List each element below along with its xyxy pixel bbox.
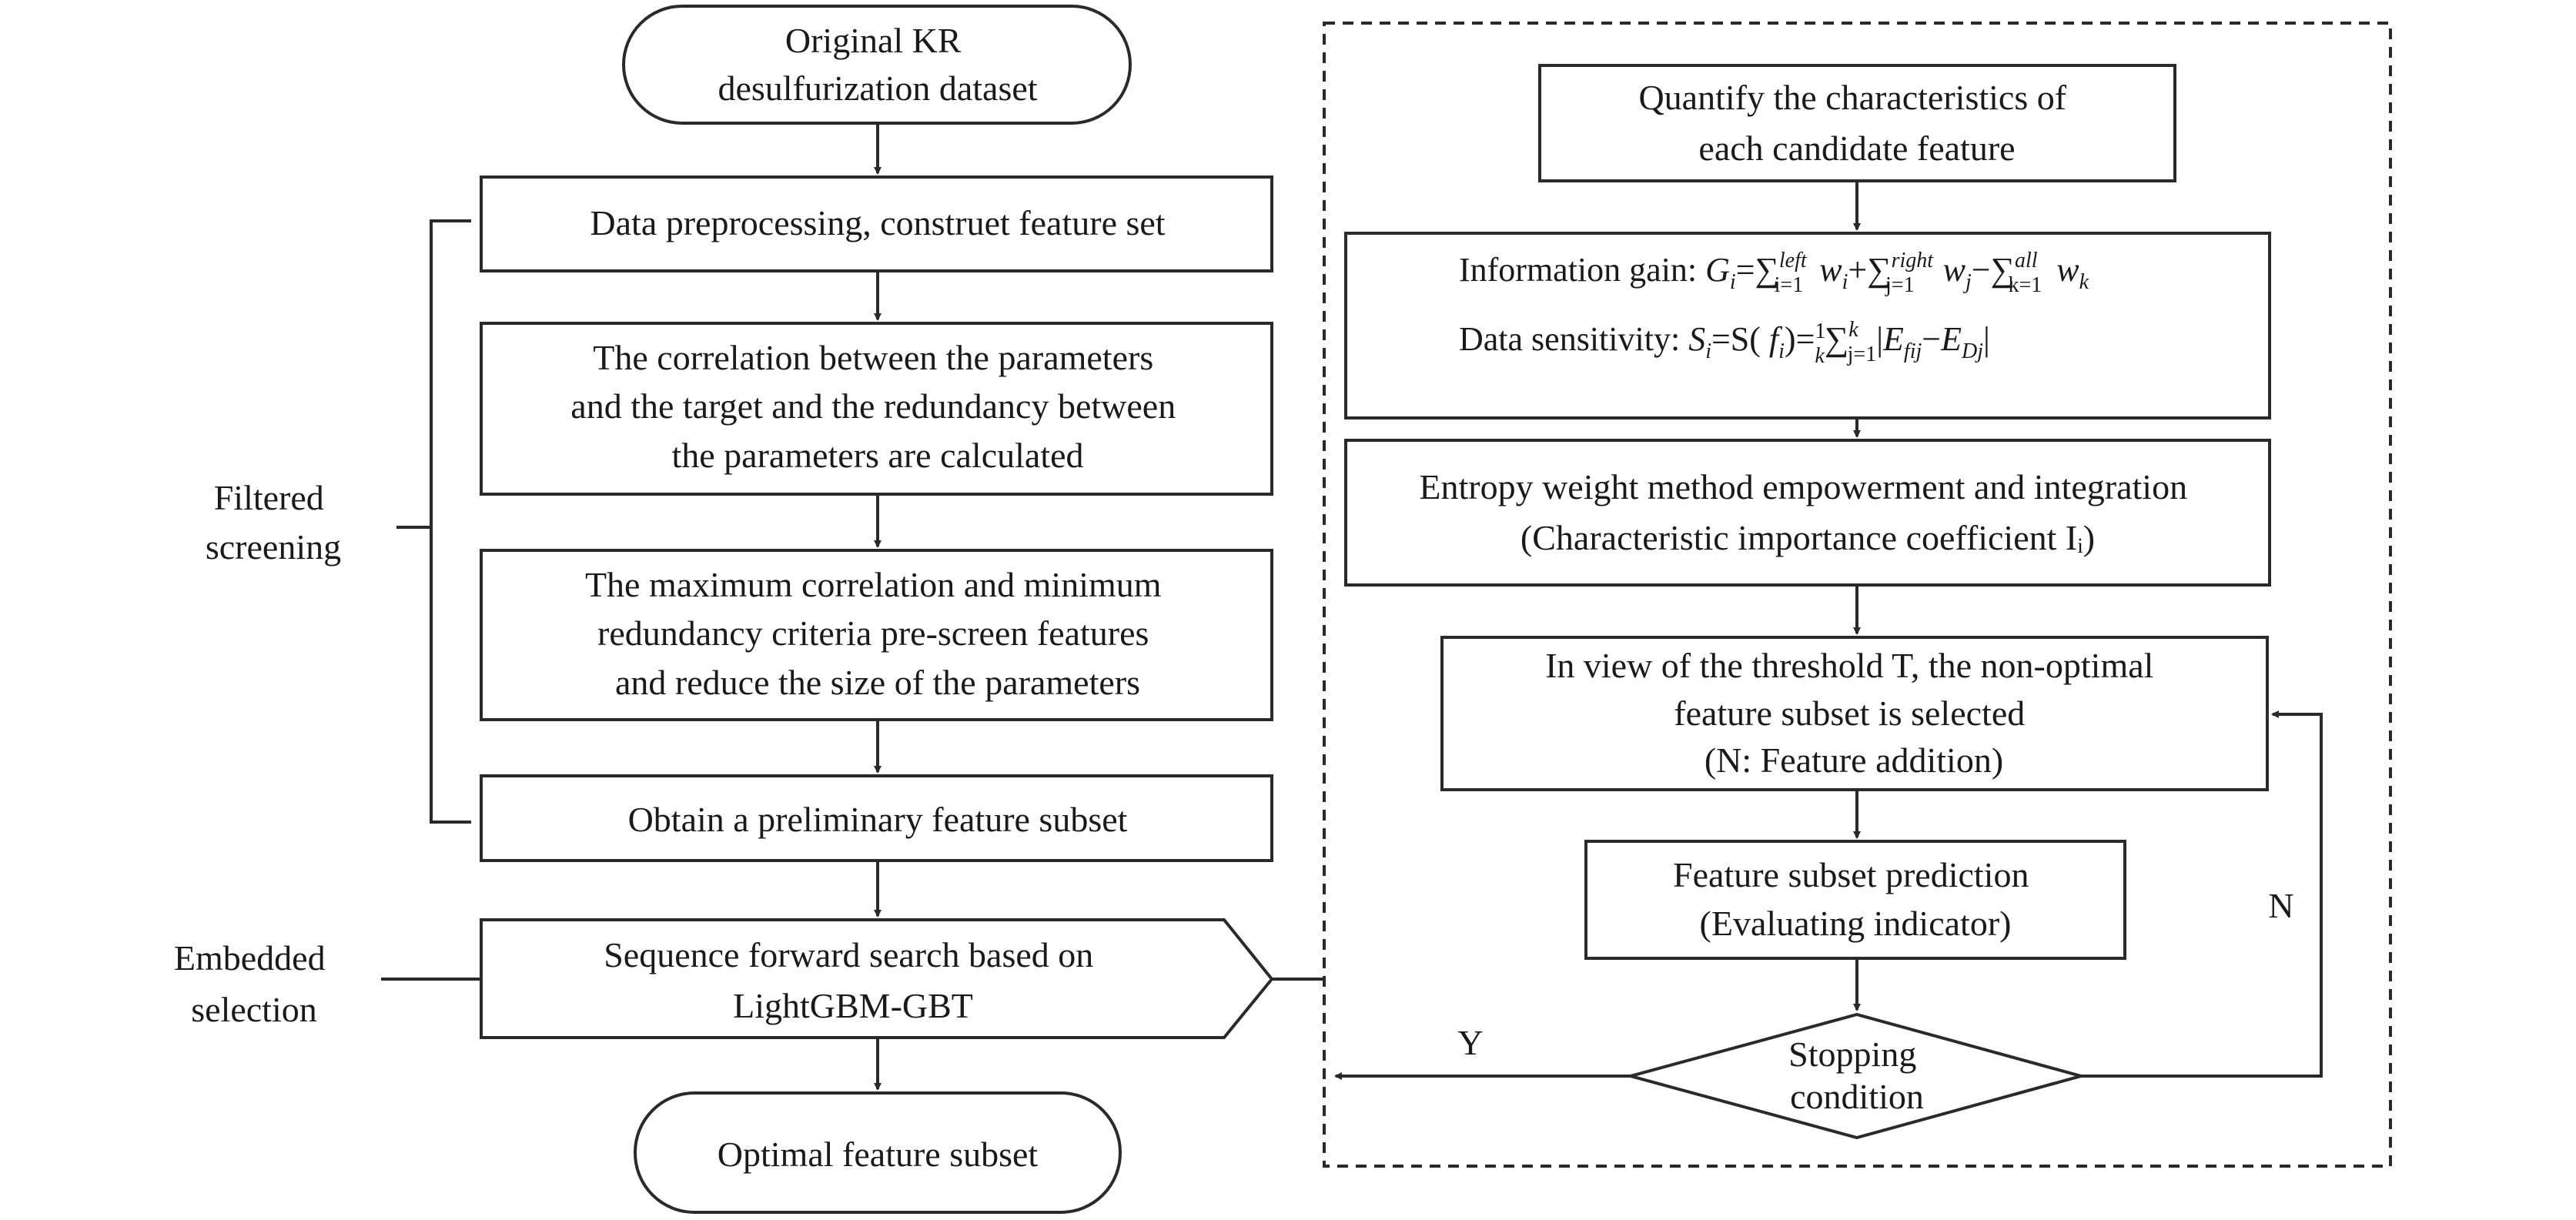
embedded-selection-label: Embedded selection <box>174 938 334 1029</box>
step-mrmr-text: The maximum correlation and minimum redu… <box>585 565 1170 702</box>
entropy-weight-text: Entropy weight method empowerment and in… <box>1419 467 2196 557</box>
filtered-screening-label: Filtered screening <box>206 478 341 567</box>
metrics-formula-box <box>1344 232 2271 419</box>
yes-label: Y <box>1457 1023 1483 1062</box>
step-preprocessing-text: Data preprocessing, construet feature se… <box>590 203 1165 242</box>
step-sequence-search-shape <box>480 918 1274 1039</box>
entropy-weight-box <box>1344 439 2271 587</box>
subset-prediction-text: Feature subset prediction (Evaluating in… <box>1673 855 2038 943</box>
filtered-screening-brace <box>430 219 471 824</box>
threshold-selection-text: In view of the threshold T, the non-opti… <box>1545 646 2163 780</box>
stopping-condition-text: Stopping condition <box>1788 1034 1925 1116</box>
start-terminal-text: Original KR desulfurization dataset <box>718 21 1037 108</box>
step-mrmr-box <box>480 549 1273 721</box>
step-correlation-box <box>480 322 1273 496</box>
quantify-characteristics-text: Quantify the characteristics of each can… <box>1638 78 2075 168</box>
feature-evaluation-frame <box>1323 22 2392 1168</box>
step-preprocessing-box <box>480 175 1273 272</box>
step-preliminary-text: Obtain a preliminary feature subset <box>628 800 1128 839</box>
subset-prediction-box <box>1584 840 2126 960</box>
step-preliminary-box <box>480 774 1273 862</box>
quantify-characteristics-box <box>1538 64 2176 182</box>
step-sequence-search-text: Sequence forward search based on LightGB… <box>604 935 1102 1025</box>
end-terminal-text: Optimal feature subset <box>718 1135 1039 1174</box>
threshold-selection-box <box>1440 636 2269 791</box>
arrow-no-branch-loop <box>2081 710 2323 1078</box>
no-label: N <box>2268 886 2293 925</box>
stopping-condition-diamond <box>1624 1012 2087 1140</box>
step-correlation-text: The correlation between the parameters a… <box>570 338 1184 475</box>
end-terminal <box>634 1091 1122 1214</box>
